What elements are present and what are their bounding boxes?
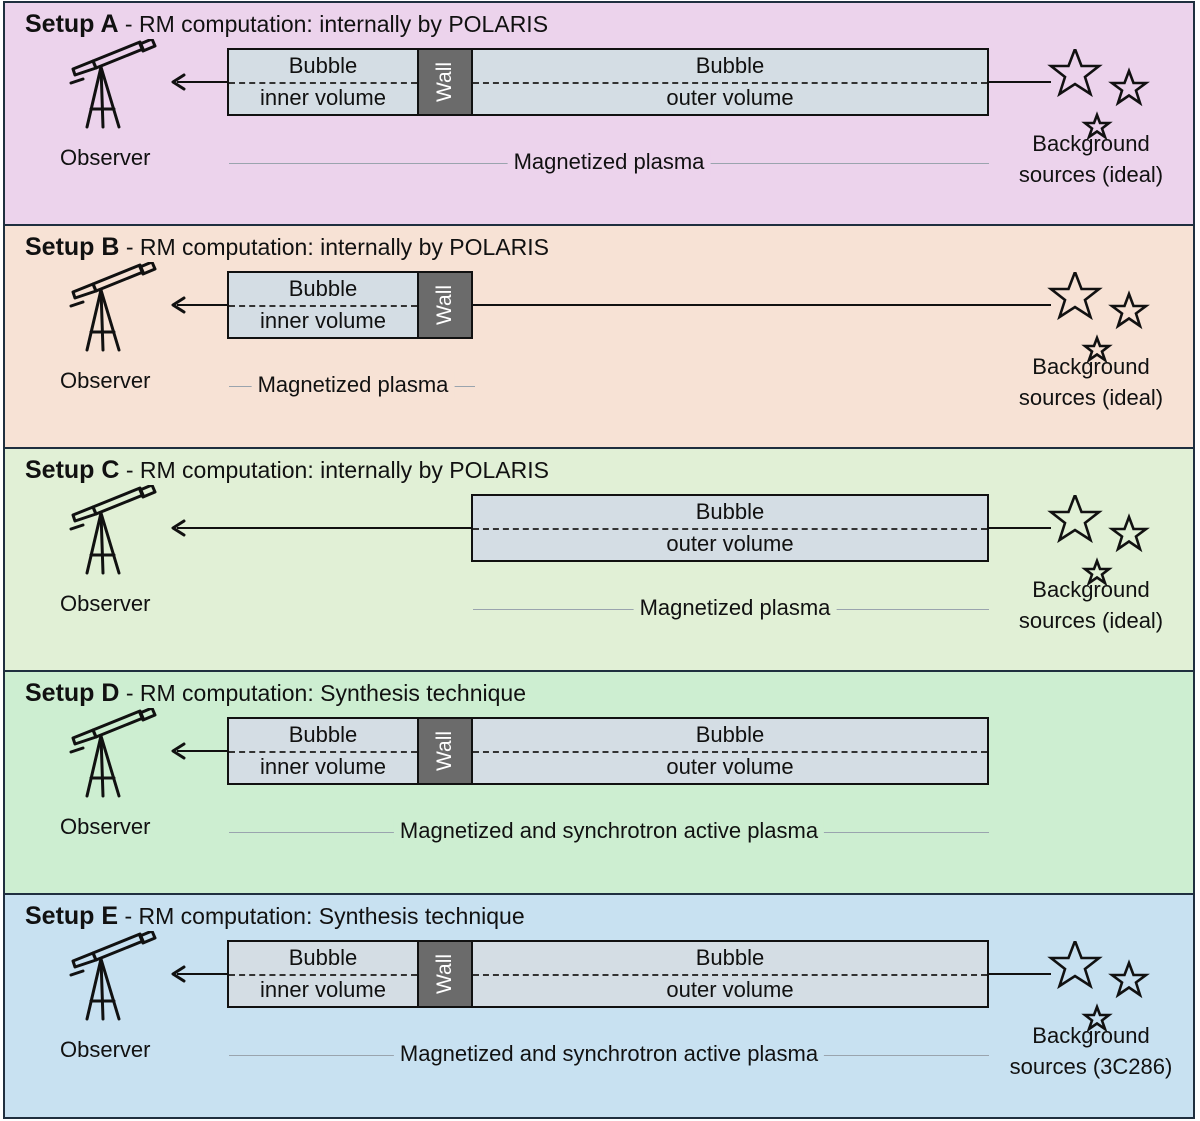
telescope-icon: [63, 931, 163, 1023]
bubble-inner-volume: Bubble inner volume: [227, 48, 419, 116]
wall: Wall: [417, 271, 473, 339]
observer-label: Observer: [60, 1037, 151, 1062]
telescope-icon: [63, 39, 163, 131]
setup-a-panel: Setup A - RM computation: internally by …: [3, 1, 1195, 226]
observer-label: Observer: [60, 814, 151, 839]
sightline: [177, 304, 230, 306]
observer-label: Observer: [60, 591, 151, 616]
sightline: [989, 527, 1051, 529]
wall: Wall: [417, 717, 473, 785]
plasma-label: Magnetized plasma: [251, 372, 455, 398]
sightline: [471, 304, 1051, 306]
telescope-icon: [63, 708, 163, 800]
plasma-label: Magnetized plasma: [507, 149, 711, 175]
arrowhead-icon: [169, 519, 189, 537]
sightline: [989, 973, 1051, 975]
bubble-outer-volume: Bubble outer volume: [471, 940, 989, 1008]
panel-title: Setup D - RM computation: Synthesis tech…: [25, 679, 526, 707]
panel-title: Setup C - RM computation: internally by …: [25, 456, 549, 484]
sightline: [989, 81, 1051, 83]
bubble-inner-volume: Bubble inner volume: [227, 717, 419, 785]
plasma-label: Magnetized and synchrotron active plasma: [393, 818, 825, 844]
arrowhead-icon: [169, 296, 189, 314]
setup-e-panel: Setup E - RM computation: Synthesis tech…: [3, 893, 1195, 1119]
bubble-inner-volume: Bubble inner volume: [227, 940, 419, 1008]
arrowhead-icon: [169, 965, 189, 983]
panel-title: Setup A - RM computation: internally by …: [25, 10, 549, 38]
bubble-outer-volume: Bubble outer volume: [471, 48, 989, 116]
panel-title: Setup B - RM computation: internally by …: [25, 233, 549, 261]
panel-title: Setup E - RM computation: Synthesis tech…: [25, 902, 525, 930]
telescope-icon: [63, 485, 163, 577]
wall: Wall: [417, 940, 473, 1008]
sightline: [177, 973, 230, 975]
wall: Wall: [417, 48, 473, 116]
observer-label: Observer: [60, 368, 151, 393]
plasma-label: Magnetized and synchrotron active plasma: [393, 1041, 825, 1067]
bubble-inner-volume: Bubble inner volume: [227, 271, 419, 339]
arrowhead-icon: [169, 73, 189, 91]
setup-d-panel: Setup D - RM computation: Synthesis tech…: [3, 670, 1195, 895]
plasma-label: Magnetized plasma: [633, 595, 837, 621]
sightline: [177, 750, 230, 752]
sightline: [177, 81, 230, 83]
observer-label: Observer: [60, 145, 151, 170]
bubble-outer-volume: Bubble outer volume: [471, 494, 989, 562]
bubble-outer-volume: Bubble outer volume: [471, 717, 989, 785]
arrowhead-icon: [169, 742, 189, 760]
setup-c-panel: Setup C - RM computation: internally by …: [3, 447, 1195, 672]
setup-b-panel: Setup B - RM computation: internally by …: [3, 224, 1195, 449]
telescope-icon: [63, 262, 163, 354]
sightline: [177, 527, 473, 529]
